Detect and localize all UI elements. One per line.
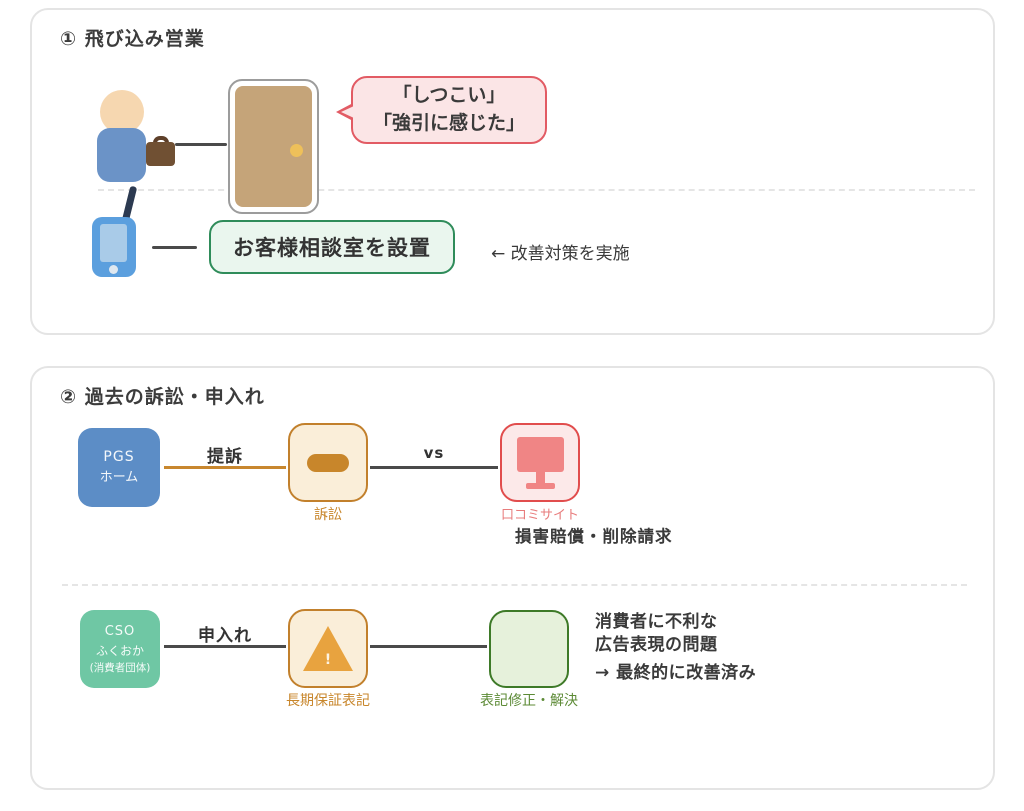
salesperson-body-icon [97, 128, 146, 182]
improvement-note: ← 改善対策を実施 [491, 244, 630, 264]
phone-icon [92, 217, 136, 277]
monitor-stand [536, 472, 545, 483]
connector-line-phone-consult [152, 246, 197, 249]
resolution-edge-line [370, 645, 487, 648]
warning-box: ! [288, 609, 368, 688]
lawsuit-box [288, 423, 368, 502]
phone-home-button [109, 265, 118, 274]
resolved-box [489, 610, 569, 688]
dashed-divider [62, 584, 967, 586]
complaint-speech-bubble: 「しつこい」 「強引に感じた」 [336, 76, 547, 144]
complaint-line-1: 「しつこい」 [392, 84, 506, 107]
phone-screen [100, 224, 127, 262]
review-site-label: 口コミサイト [500, 508, 579, 523]
cso-name-line1: CSO [104, 623, 136, 639]
lawsuit-label: 訴訟 [314, 507, 342, 523]
monitor-icon [517, 437, 564, 472]
panel1-title: ① 飛び込み営業 [60, 28, 205, 50]
exclamation-mark: ! [324, 652, 332, 668]
claim-text: 損害賠償・削除請求 [515, 527, 673, 546]
briefcase-icon [146, 142, 175, 166]
consultation-office-label: お客様相談室を設置 [233, 236, 431, 260]
panel-door-to-door-sales: ① 飛び込み営業 「しつこい」 「強引に感じた」 お客様相談室を設置 ← 改善対… [30, 8, 995, 335]
cso-name-line2: ふくおか [95, 643, 144, 658]
cso-fukuoka-box: CSO ふくおか (消費者団体) [80, 610, 160, 688]
sue-edge-label: 提訴 [207, 447, 243, 467]
cso-name-line3: (消費者団体) [89, 662, 151, 675]
resolution-note: 消費者に不利な 広告表現の問題 → 最終的に改善済み [595, 611, 756, 685]
pgs-name-line1: PGS [103, 448, 135, 465]
consultation-office-box: お客様相談室を設置 [209, 220, 455, 274]
pgs-home-box: PGS ホーム [78, 428, 160, 507]
connector-line-salesperson-door [175, 143, 227, 146]
vs-edge-line [370, 466, 498, 469]
vs-label: vs [423, 444, 445, 462]
petition-edge-label: 申入れ [198, 626, 252, 646]
complaint-line-2: 「強引に感じた」 [372, 112, 525, 134]
gavel-icon [307, 453, 349, 472]
panel-past-lawsuits: ② 過去の訴訟・申入れ PGS ホーム 提訴 訴訟 vs 口コミサイト 損害賠償… [30, 366, 995, 790]
door-icon [228, 79, 319, 214]
panel2-title: ② 過去の訴訟・申入れ [60, 386, 265, 408]
sue-edge-line [164, 466, 286, 469]
dashed-divider [98, 189, 975, 191]
resolution-note-line1: 消費者に不利な [595, 612, 718, 632]
warning-label: 長期保証表記 [286, 693, 370, 709]
salesperson-head-icon [100, 90, 144, 134]
resolution-note-line2: 広告表現の問題 [595, 635, 718, 655]
resolved-label: 表記修正・解決 [480, 693, 578, 709]
doorknob-icon [290, 144, 303, 157]
review-site-box [500, 423, 580, 502]
resolution-note-line3: → 最終的に改善済み [595, 663, 757, 683]
petition-edge-line [164, 645, 286, 648]
pgs-name-line2: ホーム [99, 470, 139, 486]
warning-triangle-icon [303, 626, 353, 671]
monitor-base [526, 483, 555, 489]
